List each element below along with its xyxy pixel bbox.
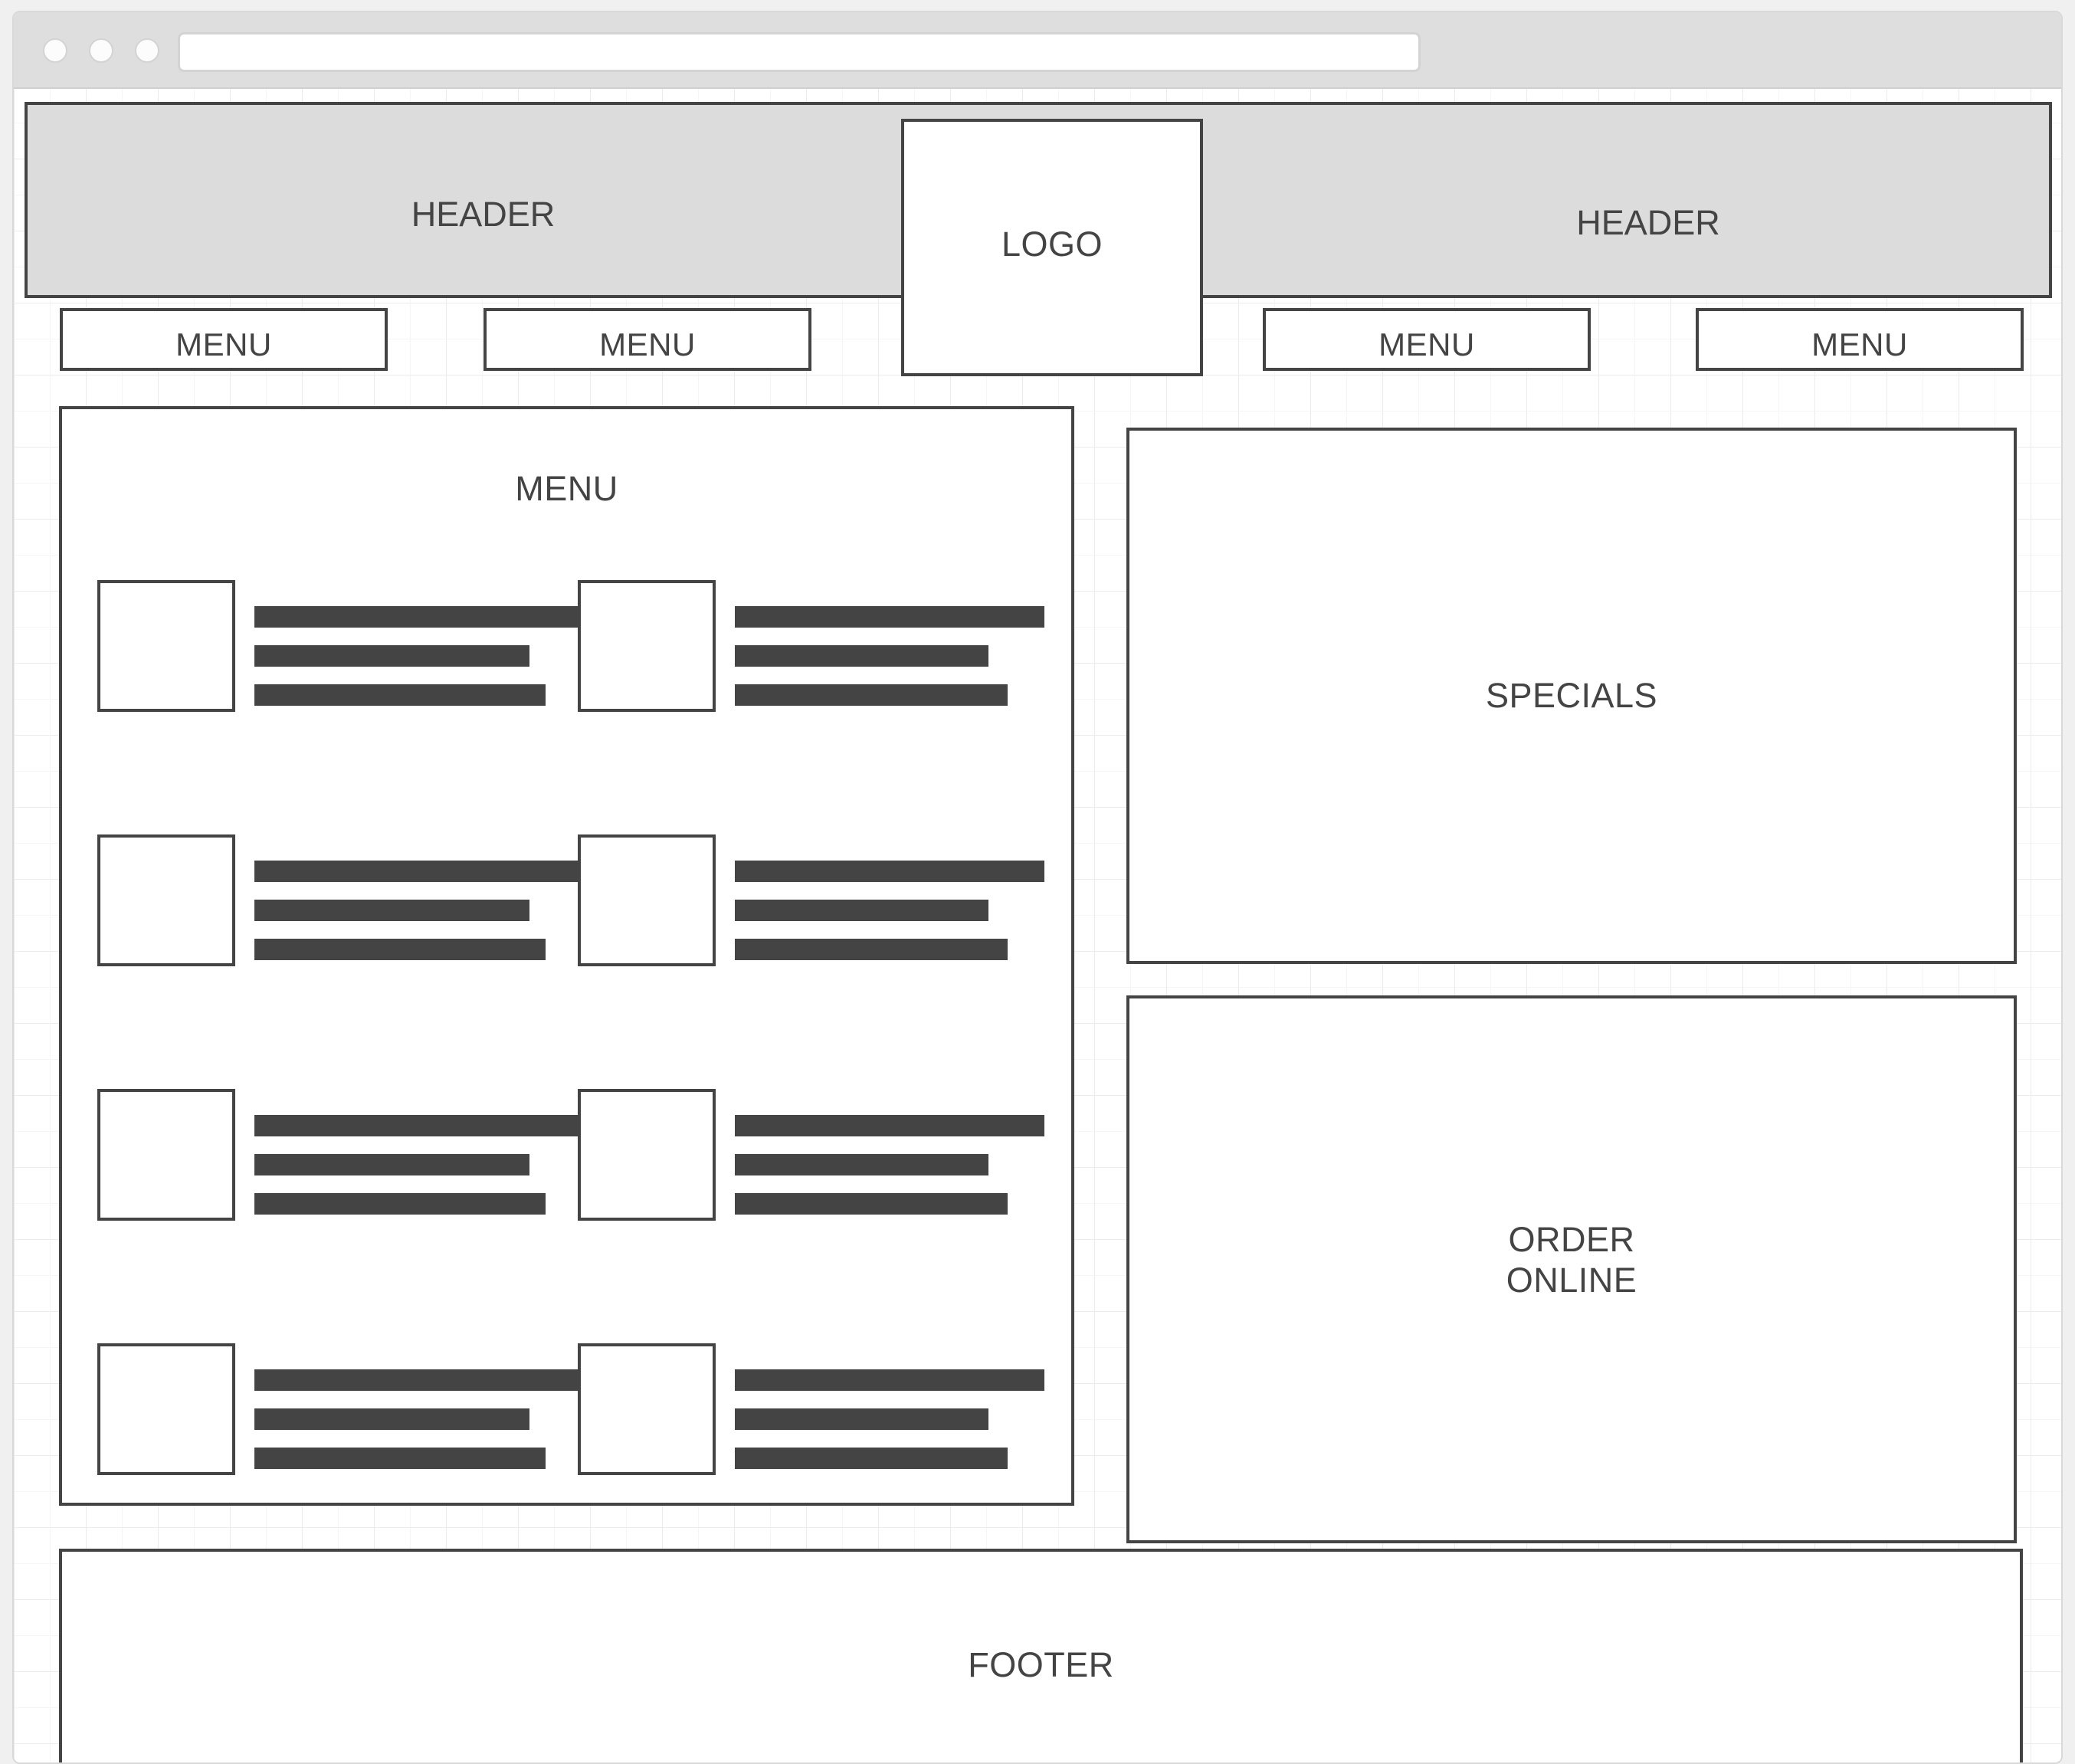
menu-item-text-lines: [254, 606, 578, 706]
menu-item-text-bar: [735, 606, 1044, 628]
menu-panel: MENU: [59, 406, 1074, 1506]
order-online-panel[interactable]: ORDER ONLINE: [1126, 995, 2017, 1543]
menu-item-text-lines: [735, 1369, 1044, 1469]
menu-item[interactable]: [578, 574, 1044, 828]
nav-menu-button-3[interactable]: MENU: [1263, 308, 1591, 371]
menu-item-text-lines: [254, 861, 578, 960]
menu-item-text-lines: [254, 1115, 578, 1215]
menu-item-text-bar: [735, 1115, 1044, 1136]
menu-item-text-bar: [254, 1448, 546, 1469]
menu-item-image-placeholder: [578, 1343, 716, 1475]
menu-item-text-bar: [735, 861, 1044, 882]
menu-item-text-bar: [254, 1193, 546, 1215]
nav-menu-button-4[interactable]: MENU: [1696, 308, 2024, 371]
menu-item[interactable]: [97, 1083, 578, 1337]
logo-box[interactable]: LOGO: [901, 119, 1203, 376]
menu-item[interactable]: [578, 1337, 1044, 1592]
minimize-dot-icon[interactable]: [89, 38, 113, 63]
menu-item-image-placeholder: [97, 1089, 235, 1221]
header-left-label: HEADER: [411, 195, 556, 234]
menu-item-image-placeholder: [97, 580, 235, 712]
menu-panel-title: MENU: [515, 469, 618, 508]
nav-menu-label-1: MENU: [175, 326, 272, 362]
menu-item-text-bar: [735, 1448, 1008, 1469]
menu-item-text-bar: [735, 1193, 1008, 1215]
menu-item-text-bar: [254, 939, 546, 960]
menu-item-text-bar: [735, 1154, 989, 1175]
menu-item-image-placeholder: [97, 834, 235, 966]
browser-titlebar: [14, 12, 2061, 89]
address-bar-input[interactable]: [178, 32, 1421, 72]
menu-item-text-lines: [735, 1115, 1044, 1215]
maximize-dot-icon[interactable]: [135, 38, 159, 63]
nav-menu-label-3: MENU: [1378, 326, 1475, 362]
menu-item-text-bar: [735, 684, 1008, 706]
specials-panel[interactable]: SPECIALS: [1126, 428, 2017, 964]
menu-item-text-bar: [254, 606, 578, 628]
menu-item[interactable]: [578, 1083, 1044, 1337]
menu-item-text-bar: [735, 900, 989, 921]
menu-item-image-placeholder: [578, 580, 716, 712]
header-right-label: HEADER: [1576, 203, 1720, 242]
nav-menu-button-1[interactable]: MENU: [60, 308, 388, 371]
specials-label: SPECIALS: [1485, 676, 1658, 715]
menu-item[interactable]: [97, 828, 578, 1083]
window-controls: [43, 38, 159, 63]
menu-item-text-bar: [254, 1154, 529, 1175]
menu-item-text-bar: [735, 645, 989, 667]
menu-item-text-lines: [254, 1369, 578, 1469]
menu-item-image-placeholder: [578, 1089, 716, 1221]
nav-menu-label-4: MENU: [1811, 326, 1908, 362]
nav-menu-button-2[interactable]: MENU: [484, 308, 811, 371]
menu-item-text-bar: [735, 1369, 1044, 1391]
menu-item-text-bar: [254, 1408, 529, 1430]
logo-label: LOGO: [1001, 225, 1103, 264]
wireframe-viewport: HEADER HEADER LOGO MENU MENU MENU MENU: [14, 89, 2061, 1762]
menu-item-text-lines: [735, 861, 1044, 960]
menu-item[interactable]: [97, 1337, 578, 1592]
menu-item-text-bar: [254, 861, 578, 882]
menu-item[interactable]: [97, 574, 578, 828]
menu-item-image-placeholder: [97, 1343, 235, 1475]
browser-window: HEADER HEADER LOGO MENU MENU MENU MENU: [12, 11, 2063, 1764]
order-online-label: ORDER ONLINE: [1506, 1220, 1637, 1300]
menu-item-image-placeholder: [578, 834, 716, 966]
menu-item-text-bar: [254, 900, 529, 921]
close-dot-icon[interactable]: [43, 38, 67, 63]
menu-item-text-lines: [735, 606, 1044, 706]
menu-item-text-bar: [254, 645, 529, 667]
menu-item-text-bar: [735, 1408, 989, 1430]
menu-item-text-bar: [254, 684, 546, 706]
menu-item-text-bar: [254, 1369, 578, 1391]
menu-item[interactable]: [578, 828, 1044, 1083]
site-footer: FOOTER: [59, 1549, 2023, 1762]
menu-item-text-bar: [735, 939, 1008, 960]
menu-item-text-bar: [254, 1115, 578, 1136]
menu-item-grid: [97, 574, 1044, 1592]
nav-menu-label-2: MENU: [599, 326, 696, 362]
footer-label: FOOTER: [968, 1645, 1114, 1684]
